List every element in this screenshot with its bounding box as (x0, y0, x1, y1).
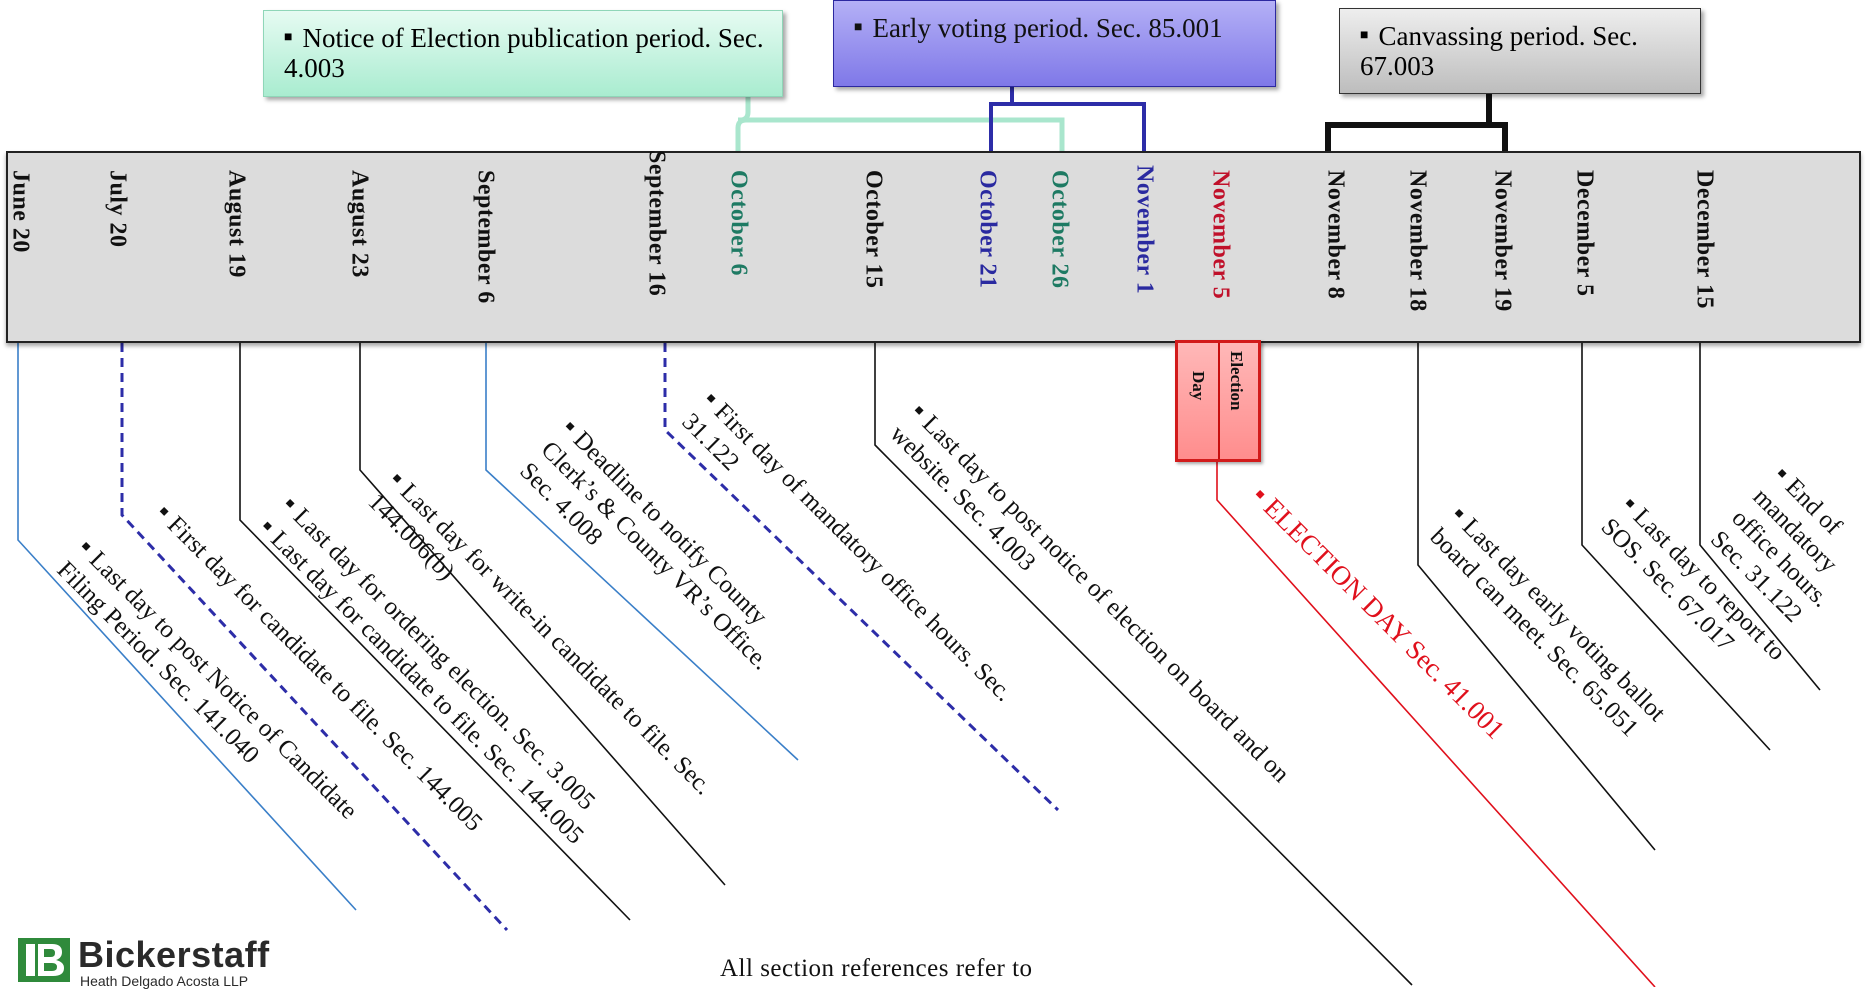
leader-december-15 (1699, 343, 1821, 691)
date-august-19: August 19 (223, 170, 250, 278)
canvassing-bracket (1325, 92, 1508, 151)
callout-text: Notice of Election publication period. S… (284, 23, 764, 83)
leader-august-19 (239, 343, 631, 921)
bullet-icon: ■ (854, 20, 863, 35)
date-november-8: November 8 (1322, 170, 1349, 300)
election-day-box: Election Day (1175, 340, 1261, 462)
date-october-26: October 26 (1046, 170, 1073, 289)
date-december-5: December 5 (1571, 170, 1598, 297)
early-voting-bracket (989, 86, 1146, 151)
date-june-20: June 20 (7, 170, 34, 253)
early-voting-callout: ■ Early voting period. Sec. 85.001 (833, 0, 1276, 87)
notice-period-bracket (735, 96, 1065, 151)
leader-september-6 (485, 343, 799, 761)
leader-june-20 (17, 343, 357, 911)
leader-november-5 (1216, 462, 1656, 987)
callout-text: Canvassing period. Sec. 67.003 (1360, 21, 1638, 81)
leader-august-23 (359, 343, 726, 886)
bullet-icon: ■ (284, 30, 293, 45)
date-october-15: October 15 (860, 170, 887, 289)
election-day-line1: Election (1227, 351, 1246, 411)
leader-december-5 (1581, 343, 1771, 751)
footnote: All section references refer to (720, 955, 1033, 982)
date-october-6: October 6 (725, 170, 752, 277)
leader-july-20 (120, 343, 509, 932)
logo-name: Bickerstaff (78, 934, 270, 975)
date-july-20: July 20 (104, 170, 131, 248)
date-november-1: November 1 (1131, 165, 1158, 295)
date-october-21: October 21 (974, 170, 1001, 289)
date-november-19: November 19 (1489, 170, 1516, 312)
bickerstaff-logo-icon (18, 938, 70, 982)
election-day-line2: Day (1189, 371, 1208, 401)
date-september-16: September 16 (643, 150, 670, 297)
leader-november-18 (1417, 343, 1656, 851)
date-november-5: November 5 (1207, 170, 1234, 300)
leader-september-16 (663, 343, 1060, 812)
bullet-icon: ■ (1360, 28, 1369, 43)
notice-of-election-callout: ■Notice of Election publication period. … (263, 10, 783, 97)
callout-text: Early voting period. Sec. 85.001 (872, 13, 1223, 43)
logo-subtitle: Heath Delgado Acosta LLP (80, 973, 249, 989)
date-november-18: November 18 (1404, 170, 1431, 312)
election-day-box-divider (1218, 343, 1220, 459)
leader-october-15 (874, 343, 1413, 986)
canvassing-callout: ■Canvassing period. Sec. 67.003 (1339, 8, 1701, 94)
timeline-band (6, 151, 1861, 343)
date-december-15: December 15 (1691, 170, 1718, 309)
date-august-23: August 23 (346, 170, 373, 278)
date-september-6: September 6 (472, 170, 499, 304)
